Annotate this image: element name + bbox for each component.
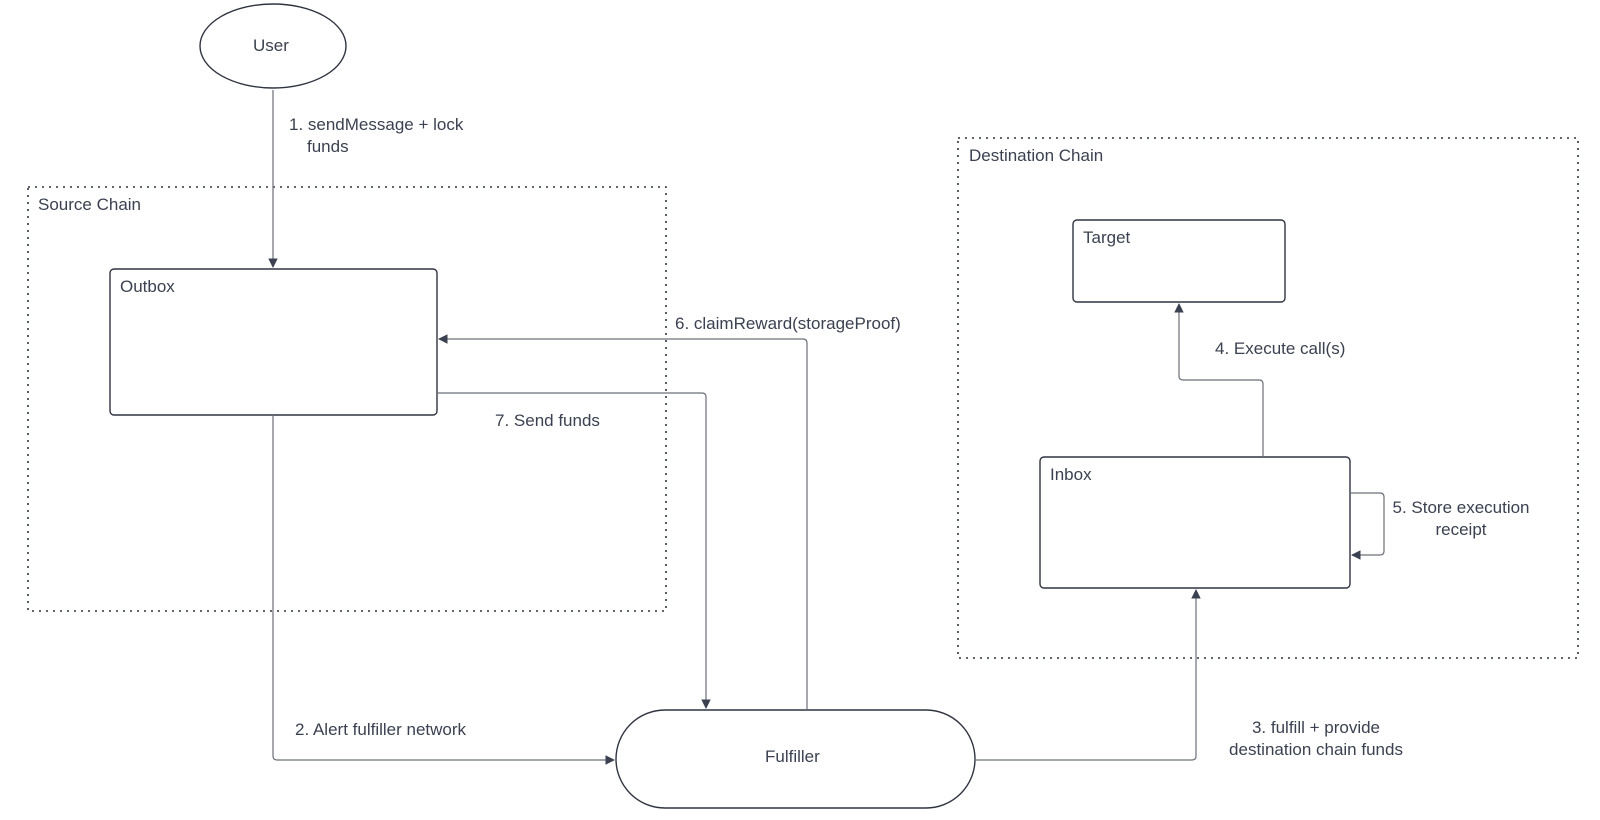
edge-4-execute-call xyxy=(1174,303,1264,457)
edge-1-label-line1: 1. sendMessage + lock xyxy=(289,115,464,134)
edge-4-label: 4. Execute call(s) xyxy=(1215,339,1346,358)
edge-2-alert-fulfiller xyxy=(272,415,615,765)
edge-5-label-line1: 5. Store execution xyxy=(1392,498,1530,517)
inbox-label: Inbox xyxy=(1050,465,1092,484)
edge-3-label-line1: 3. fulfill + provide xyxy=(1251,718,1381,737)
fulfiller-label: Fulfiller xyxy=(765,747,820,766)
inbox-node xyxy=(1039,456,1351,589)
edge-3-label-line2: destination chain funds xyxy=(1229,740,1403,759)
edge-2-label: 2. Alert fulfiller network xyxy=(295,720,467,739)
source-chain-group xyxy=(27,186,667,612)
outbox-label: Outbox xyxy=(120,277,175,296)
edge-5-label-line2: receipt xyxy=(1435,520,1487,539)
target-node xyxy=(1072,219,1286,303)
fulfiller-node xyxy=(615,709,976,809)
user-label: User xyxy=(253,36,289,55)
source-chain-label: Source Chain xyxy=(38,195,142,214)
destination-chain-group xyxy=(957,137,1579,659)
destination-chain-label: Destination Chain xyxy=(969,146,1104,165)
edge-6-claim-reward xyxy=(438,334,808,710)
edge-3-fulfill xyxy=(975,589,1201,761)
edge-6-label: 6. claimReward(storageProof) xyxy=(675,314,901,333)
edge-7-label: 7. Send funds xyxy=(495,411,600,430)
edge-7-send-funds xyxy=(437,392,711,709)
edge-1-label-line2: funds xyxy=(307,137,349,156)
edge-5-store-receipt xyxy=(1350,492,1385,560)
user-node xyxy=(199,3,347,89)
target-label: Target xyxy=(1083,228,1131,247)
